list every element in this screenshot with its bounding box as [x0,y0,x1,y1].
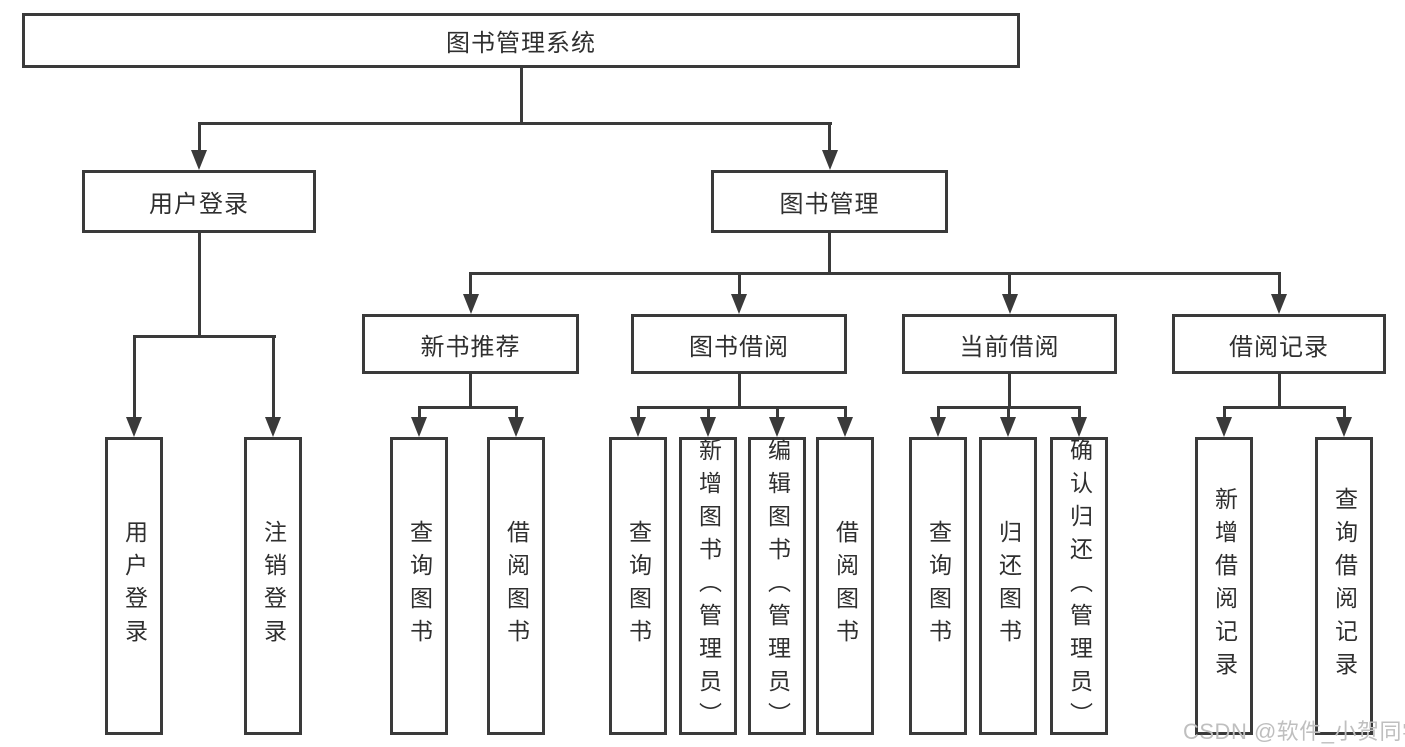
node-label: 查询图书 [925,520,952,652]
node-label: 查询借阅记录 [1331,487,1358,685]
connector-vline [775,406,779,417]
node-query-borrow-record: 查询借阅记录 [1315,437,1373,735]
node-label: 用户登录 [149,191,249,218]
connector-vline [1008,374,1011,406]
arrow-down-icon [1001,294,1018,314]
node-book-management: 图书管理 [711,170,948,233]
node-current-borrowing: 当前借阅 [902,314,1117,374]
node-label: 查询图书 [625,520,652,652]
arrow-down-icon [126,417,142,437]
connector-vline [1077,406,1081,417]
arrow-down-icon [700,417,716,437]
arrow-down-icon [837,417,853,437]
node-current-query-books: 查询图书 [909,437,967,735]
node-logout: 注销登录 [244,437,302,735]
node-library-management-system: 图书管理系统 [22,13,1020,68]
node-label: 新书推荐 [420,333,521,361]
arrow-down-icon [731,294,747,314]
node-edit-book-admin: 编辑图书（管理员） [748,437,806,735]
arrow-down-icon [508,417,524,437]
arrow-down-icon [462,294,479,314]
connector-vline [271,335,275,417]
node-borrowing-records: 借阅记录 [1172,314,1386,374]
arrow-down-icon [1071,417,1087,437]
connector-hline [1222,406,1346,409]
node-label: 新增图书（管理员） [695,437,722,735]
connector-vline [1222,406,1226,417]
node-label: 图书管理 [779,191,880,218]
connector-vline [936,406,940,417]
connector-vline [828,233,831,272]
connector-vline [469,272,472,294]
node-borrowing-query-books: 查询图书 [609,437,667,735]
node-confirm-return-admin: 确认归还（管理员） [1050,437,1108,735]
connector-vline [197,233,201,335]
connector-vline [737,272,741,294]
connector-vline [706,406,710,417]
connector-vline [1008,272,1011,294]
connector-vline [514,406,518,417]
arrow-down-icon [1271,294,1287,314]
connector-vline [469,374,472,406]
connector-vline [737,374,741,406]
connector-hline [132,335,276,338]
arrow-down-icon [265,417,281,437]
node-user-login-leaf: 用户登录 [105,437,163,735]
connector-vline [519,68,523,122]
node-label: 当前借阅 [959,333,1060,361]
node-book-borrowing: 图书借阅 [631,314,847,374]
arrow-down-icon [769,417,785,437]
arrow-down-icon [191,150,207,170]
connector-hline [197,122,832,125]
node-label: 归还图书 [995,520,1022,652]
node-label: 注销登录 [260,520,287,652]
node-label: 借阅图书 [503,520,530,652]
connector-vline [1277,272,1281,294]
node-label: 新增借阅记录 [1211,487,1238,685]
node-add-borrow-record: 新增借阅记录 [1195,437,1253,735]
node-recommend-borrow-books: 借阅图书 [487,437,545,735]
connector-vline [636,406,640,417]
node-label: 图书借阅 [689,333,789,361]
connector-vline [828,122,831,152]
arrow-down-icon [930,417,946,437]
connector-vline [132,335,136,417]
connector-vline [1277,374,1281,406]
arrow-down-icon [1216,417,1232,437]
node-label: 查询图书 [406,520,433,652]
arrow-down-icon [821,150,838,170]
node-label: 编辑图书（管理员） [764,437,791,735]
connector-hline [636,406,847,409]
node-borrowing-borrow-books: 借阅图书 [816,437,874,735]
node-new-book-recommend: 新书推荐 [362,314,579,374]
node-label: 图书管理系统 [446,30,596,57]
connector-hline [469,272,1281,275]
connector-hline [417,406,518,409]
node-label: 用户登录 [121,520,148,652]
node-user-login: 用户登录 [82,170,316,233]
connector-vline [417,406,421,417]
node-label: 借阅图书 [832,520,859,652]
connector-vline [1006,406,1010,417]
node-recommend-query-books: 查询图书 [390,437,448,735]
node-label: 借阅记录 [1229,333,1329,361]
arrow-down-icon [630,417,646,437]
connector-vline [843,406,847,417]
node-add-book-admin: 新增图书（管理员） [679,437,737,735]
csdn-watermark: CSDN @软件_小贺同学 [1183,719,1405,744]
arrow-down-icon [1000,417,1016,437]
connector-vline [1342,406,1346,417]
node-return-books: 归还图书 [979,437,1037,735]
node-label: 确认归还（管理员） [1066,437,1093,735]
connector-vline [197,122,201,152]
arrow-down-icon [411,417,427,437]
arrow-down-icon [1336,417,1352,437]
